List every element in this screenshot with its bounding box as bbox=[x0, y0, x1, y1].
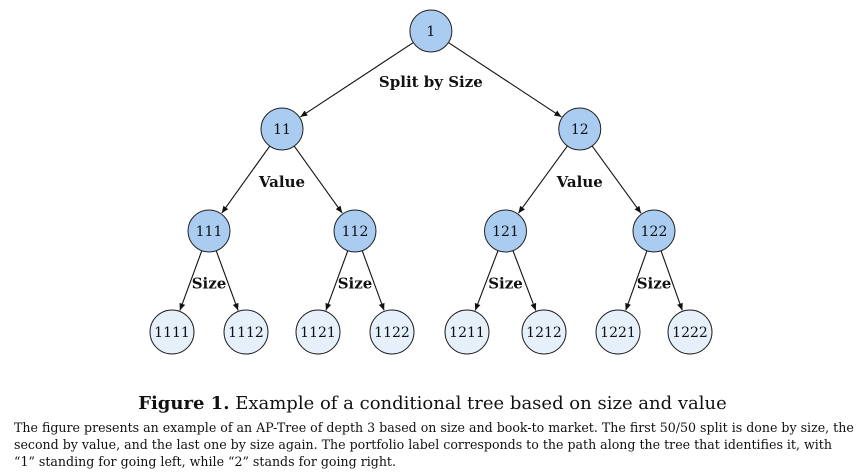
node-label-12: 12 bbox=[571, 122, 589, 138]
edge-112-1122 bbox=[361, 250, 385, 311]
tree-node-1221: 1221 bbox=[595, 309, 641, 355]
edge-122-1222 bbox=[660, 250, 683, 311]
tree-node-1: 1 bbox=[409, 9, 453, 53]
figure-caption-text: The figure presents an example of an AP-… bbox=[14, 420, 854, 469]
node-label-1212: 1212 bbox=[526, 325, 562, 341]
node-label-1122: 1122 bbox=[374, 325, 410, 341]
figure-title: Example of a conditional tree based on s… bbox=[235, 393, 727, 414]
edge-121-1212 bbox=[512, 250, 537, 311]
edge-12-121 bbox=[518, 145, 568, 214]
tree-node-1212: 1212 bbox=[521, 309, 567, 355]
tree-node-122: 122 bbox=[632, 209, 676, 253]
edge-label-112: Size bbox=[338, 275, 373, 293]
edge-label-12: Value bbox=[556, 173, 603, 191]
tree-node-1112: 1112 bbox=[223, 309, 269, 355]
edge-label-111: Size bbox=[192, 275, 227, 293]
tree-node-112: 112 bbox=[333, 209, 377, 253]
node-circle-1112 bbox=[223, 309, 269, 355]
node-label-1211: 1211 bbox=[449, 325, 485, 341]
tree-node-1222: 1222 bbox=[667, 309, 713, 355]
edge-111-1112 bbox=[215, 250, 239, 311]
node-circle-1 bbox=[409, 9, 453, 53]
edge-label-11: Value bbox=[258, 173, 305, 191]
tree-node-12: 12 bbox=[558, 107, 602, 151]
edge-11-112 bbox=[293, 145, 343, 214]
edge-1-11 bbox=[300, 42, 414, 118]
figure-caption-title: Figure 1. Example of a conditional tree … bbox=[0, 391, 865, 417]
node-circle-1221 bbox=[595, 309, 641, 355]
tree-node-121: 121 bbox=[484, 209, 527, 253]
node-label-112: 112 bbox=[342, 224, 369, 240]
edge-112-1121 bbox=[325, 250, 349, 311]
tree-node-1211: 1211 bbox=[444, 309, 490, 355]
node-circle-12 bbox=[558, 107, 602, 151]
figure-label: Figure 1. bbox=[138, 393, 230, 414]
tree-node-111: 111 bbox=[187, 209, 231, 253]
tree-node-1122: 1122 bbox=[369, 309, 415, 355]
node-circle-11 bbox=[260, 107, 304, 151]
node-label-1: 1 bbox=[426, 24, 435, 40]
node-circle-1211 bbox=[444, 309, 490, 355]
node-label-122: 122 bbox=[641, 224, 668, 240]
tree-node-1111: 1111 bbox=[149, 309, 195, 355]
node-label-111: 111 bbox=[196, 224, 223, 240]
edge-11-111 bbox=[221, 145, 271, 214]
edge-label-1: Split by Size bbox=[379, 73, 483, 91]
node-circle-122 bbox=[632, 209, 676, 253]
node-circle-1111 bbox=[149, 309, 195, 355]
edge-label-122: Size bbox=[637, 275, 672, 293]
node-circle-1212 bbox=[521, 309, 567, 355]
node-label-1121: 1121 bbox=[300, 325, 336, 341]
node-label-1112: 1112 bbox=[228, 325, 264, 341]
node-circle-1222 bbox=[667, 309, 713, 355]
edge-1-12 bbox=[448, 42, 562, 118]
edges bbox=[179, 42, 683, 311]
edge-111-1111 bbox=[179, 250, 203, 311]
edge-12-122 bbox=[591, 145, 642, 214]
node-circle-1122 bbox=[369, 309, 415, 355]
node-label-1221: 1221 bbox=[600, 325, 636, 341]
node-circle-1121 bbox=[295, 309, 341, 355]
node-circle-112 bbox=[333, 209, 377, 253]
node-circle-121 bbox=[484, 209, 527, 253]
tree-node-1121: 1121 bbox=[295, 309, 341, 355]
node-label-121: 121 bbox=[492, 224, 519, 240]
node-label-1222: 1222 bbox=[672, 325, 708, 341]
edge-label-121: Size bbox=[488, 275, 523, 293]
node-label-11: 11 bbox=[273, 122, 291, 138]
node-label-1111: 1111 bbox=[154, 325, 190, 341]
tree-node-11: 11 bbox=[260, 107, 304, 151]
edge-121-1211 bbox=[474, 250, 499, 311]
edge-122-1221 bbox=[625, 250, 648, 311]
node-circle-111 bbox=[187, 209, 231, 253]
